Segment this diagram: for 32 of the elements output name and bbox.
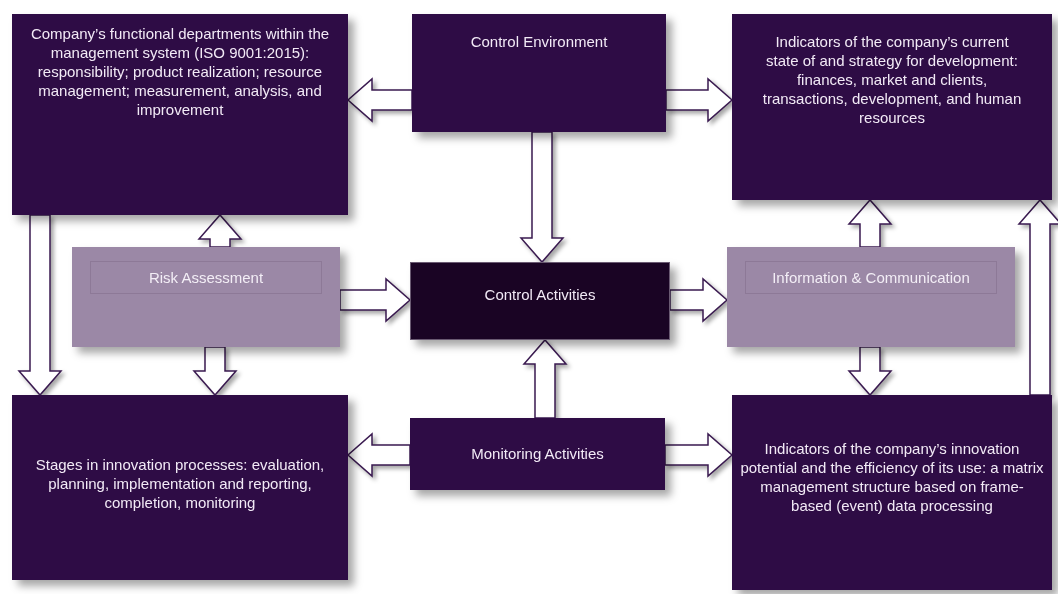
block-arrow	[847, 198, 893, 248]
block-arrow	[669, 277, 729, 323]
box-text: Indicators of the company’s innovation potential and the efficiency of its use: a matrix management structure based on frame-based (event) data processing	[740, 439, 1044, 515]
box-text: Risk Assessment	[90, 261, 322, 294]
box-text: Company’s functional departments within the management system (ISO 9001:2015): responsibility; product realization; resource management; measurement, analysis, and improvement	[30, 24, 330, 119]
block-arrow	[847, 346, 893, 397]
component-box	[72, 247, 340, 347]
block-arrow	[519, 131, 565, 264]
process-box	[732, 14, 1052, 200]
block-arrow	[17, 214, 63, 397]
block-arrow	[346, 77, 413, 123]
process-box	[732, 395, 1052, 590]
block-arrow	[346, 432, 411, 478]
component-box	[727, 247, 1015, 347]
process-box	[12, 395, 348, 580]
block-arrow	[665, 77, 734, 123]
process-box	[412, 14, 666, 132]
box-text: Control Environment	[469, 32, 609, 51]
process-box	[410, 262, 670, 340]
block-arrow	[1017, 198, 1058, 396]
block-arrow	[522, 338, 568, 419]
process-box	[12, 14, 348, 215]
box-text: Control Activities	[483, 285, 597, 304]
box-text: Indicators of the company’s current state of and strategy for development: finances, market and clients, transactions, development, and human resources	[761, 32, 1023, 127]
box-text: Information & Communication	[745, 261, 997, 294]
block-arrow	[192, 346, 238, 397]
block-arrow	[197, 213, 243, 248]
block-arrow	[339, 277, 412, 323]
process-box	[410, 418, 665, 490]
box-text: Stages in innovation processes: evaluation, planning, implementation and reporting, completion, monitoring	[34, 455, 326, 512]
box-text: Monitoring Activities	[470, 444, 605, 463]
block-arrow	[664, 432, 734, 478]
